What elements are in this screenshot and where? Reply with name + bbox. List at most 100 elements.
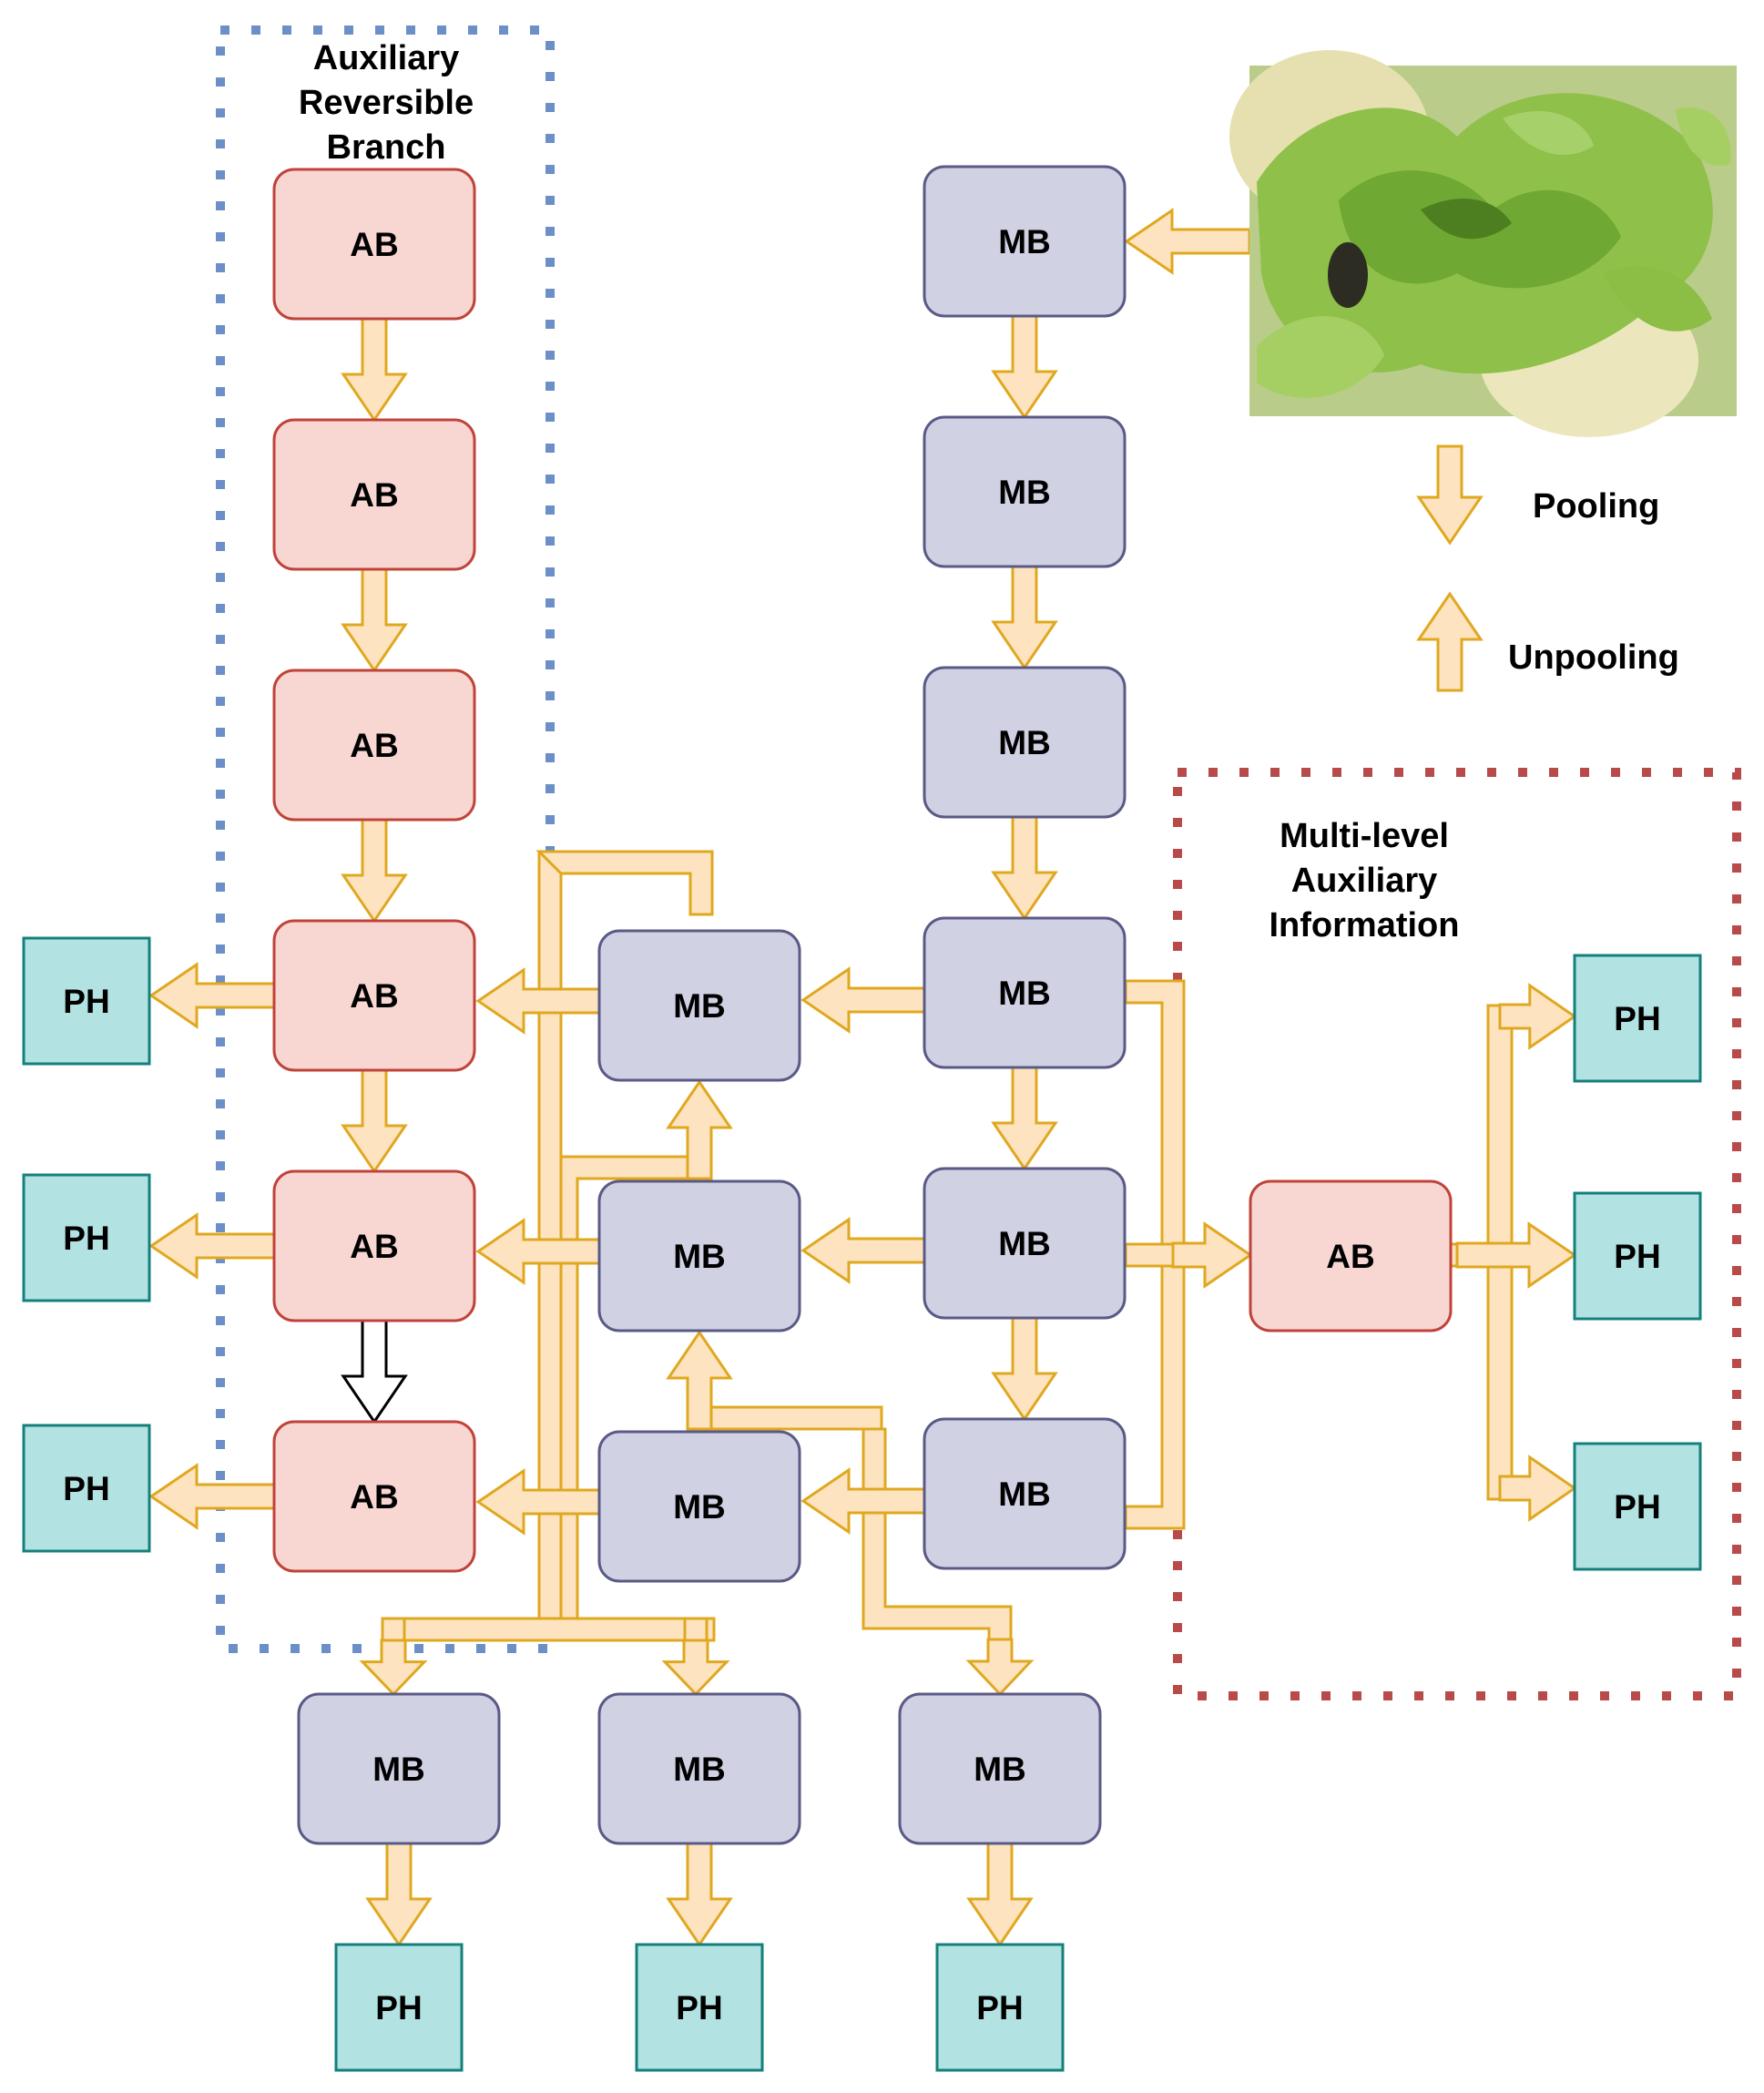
multi-caption-line-3: Information bbox=[1269, 906, 1460, 944]
aux-caption-line-1: Auxiliary bbox=[313, 39, 460, 77]
mb-block-shape bbox=[923, 1167, 1127, 1320]
mb-pool-arrow-4 bbox=[991, 1066, 1058, 1171]
ph-right-3: PH bbox=[1573, 1442, 1702, 1571]
ab-block-shape bbox=[1249, 1179, 1453, 1332]
ab-block-shape bbox=[272, 669, 476, 822]
ph-left-2: PH bbox=[22, 1173, 151, 1302]
ab-block-label: AB bbox=[350, 226, 398, 263]
mb-right-block-3: MB bbox=[923, 666, 1127, 819]
mb-mid-block-2: MB bbox=[597, 1179, 801, 1332]
drop-arrow-mb-b2 bbox=[661, 1639, 730, 1697]
ph-left-1: PH bbox=[22, 936, 151, 1066]
legend: Pooling Unpooling bbox=[1416, 444, 1679, 692]
mb-block-shape bbox=[597, 1430, 801, 1583]
ab-block-shape bbox=[272, 418, 476, 571]
mbb-to-ph-arrow-3 bbox=[966, 1842, 1034, 1947]
mb-block-label: MB bbox=[673, 1751, 726, 1788]
ph-block-shape bbox=[334, 1943, 464, 2072]
ab-pool-arrow-3 bbox=[341, 818, 408, 924]
ab-block-3: AB bbox=[272, 669, 476, 822]
ab-block-label: AB bbox=[350, 1478, 398, 1516]
legend-pooling-label: Pooling bbox=[1533, 487, 1659, 526]
mb-block-shape bbox=[923, 916, 1127, 1069]
mb-pool-arrow-2 bbox=[991, 565, 1058, 670]
ph-block-shape bbox=[635, 1943, 764, 2072]
mb-right-block-5: MB bbox=[923, 1167, 1127, 1320]
multi-level-caption: Multi-level Auxiliary Information bbox=[1269, 817, 1460, 944]
mb-block-label: MB bbox=[673, 1238, 726, 1275]
ph-right-2: PH bbox=[1573, 1191, 1702, 1321]
mbb-to-ph-arrow-1 bbox=[365, 1842, 433, 1947]
ph-block-label: PH bbox=[976, 1989, 1023, 2027]
ab-block-1: AB bbox=[272, 168, 476, 321]
drop-arrow-mb-b1 bbox=[359, 1639, 428, 1697]
mb-block-label: MB bbox=[372, 1751, 425, 1788]
ph-left-3: PH bbox=[22, 1424, 151, 1553]
mb-block-label: MB bbox=[998, 1475, 1051, 1513]
mb-bottom-block-3: MB bbox=[898, 1692, 1102, 1845]
ph-block-shape bbox=[22, 1173, 151, 1302]
mbr-to-mbm-arrow-1 bbox=[800, 966, 926, 1034]
mb-right-block-2: MB bbox=[923, 415, 1127, 568]
mb-block-label: MB bbox=[998, 474, 1051, 511]
unpooling-arrow-icon bbox=[1416, 591, 1484, 692]
ab-right-block: AB bbox=[1249, 1179, 1453, 1332]
ph-bottom-3: PH bbox=[935, 1943, 1065, 2072]
collector-to-ab-right-arrow bbox=[1171, 1221, 1253, 1289]
hook-to-mb-l1 bbox=[535, 850, 714, 916]
ph-right-1: PH bbox=[1573, 954, 1702, 1083]
ab-pool-arrow-5 bbox=[341, 1319, 408, 1424]
pooling-arrow-icon bbox=[1416, 444, 1484, 546]
ab-block-shape bbox=[272, 168, 476, 321]
unpool-arrow-to-mbm-2 bbox=[666, 1330, 733, 1431]
ph-block-label: PH bbox=[1614, 1000, 1660, 1037]
mb-block-shape bbox=[597, 1692, 801, 1845]
mb-block-shape bbox=[597, 929, 801, 1082]
ph-block-shape bbox=[1573, 1191, 1702, 1321]
unpool-arrow-to-mbm-1 bbox=[666, 1079, 733, 1180]
image-to-mb-arrow bbox=[1124, 208, 1251, 275]
mbm-to-ab-arrow-2 bbox=[475, 1218, 601, 1285]
mb-block-shape bbox=[297, 1692, 501, 1845]
mb-block-label: MB bbox=[998, 1225, 1051, 1262]
multi-caption-line-2: Auxiliary bbox=[1291, 862, 1438, 900]
ab-pool-arrow-2 bbox=[341, 567, 408, 673]
mbr-to-mbm-arrow-3 bbox=[800, 1467, 926, 1535]
mb-bottom-block-1: MB bbox=[297, 1692, 501, 1845]
mb-right-block-1: MB bbox=[923, 165, 1127, 318]
ph-block-shape bbox=[1573, 954, 1702, 1083]
mb-pool-arrow-1 bbox=[991, 314, 1058, 420]
ab-block-shape bbox=[272, 919, 476, 1072]
ab-block-shape bbox=[272, 1420, 476, 1573]
ab-to-ph-arrow-2 bbox=[148, 1212, 276, 1280]
mb-block-shape bbox=[923, 666, 1127, 819]
mb-block-label: MB bbox=[998, 223, 1051, 260]
ph-block-shape bbox=[22, 1424, 151, 1553]
mb-block-shape bbox=[898, 1692, 1102, 1845]
mb-block-shape bbox=[923, 1417, 1127, 1570]
ph-bottom-1: PH bbox=[334, 1943, 464, 2072]
ph-block-label: PH bbox=[1614, 1488, 1660, 1526]
ab-pool-arrow-4 bbox=[341, 1068, 408, 1174]
ab-right-to-ph-arrow-2 bbox=[1455, 1221, 1577, 1289]
ph-block-label: PH bbox=[375, 1989, 422, 2027]
drop-arrow-mb-b3 bbox=[965, 1638, 1035, 1697]
mb-block-label: MB bbox=[998, 975, 1051, 1012]
ab-block-label: AB bbox=[350, 727, 398, 764]
mb-block-label: MB bbox=[673, 1488, 726, 1526]
unpooling-legend-arrow bbox=[1416, 591, 1484, 692]
multi-level-border bbox=[1173, 768, 1741, 1700]
ph-block-shape bbox=[1573, 1442, 1702, 1571]
input-image bbox=[1229, 50, 1737, 437]
ab-right-to-ph-arrow-1 bbox=[1498, 983, 1577, 1050]
ab-block-6: AB bbox=[272, 1420, 476, 1573]
mbr-to-mbm-arrow-2 bbox=[800, 1217, 926, 1284]
mb-block-shape bbox=[597, 1179, 801, 1332]
mb-pool-arrow-3 bbox=[991, 815, 1058, 921]
ab-block-label: AB bbox=[1326, 1238, 1374, 1275]
ab-right-to-ph-arrow-3 bbox=[1498, 1455, 1577, 1522]
ab-block-shape bbox=[272, 1169, 476, 1322]
mb-mid-block-1: MB bbox=[597, 929, 801, 1082]
